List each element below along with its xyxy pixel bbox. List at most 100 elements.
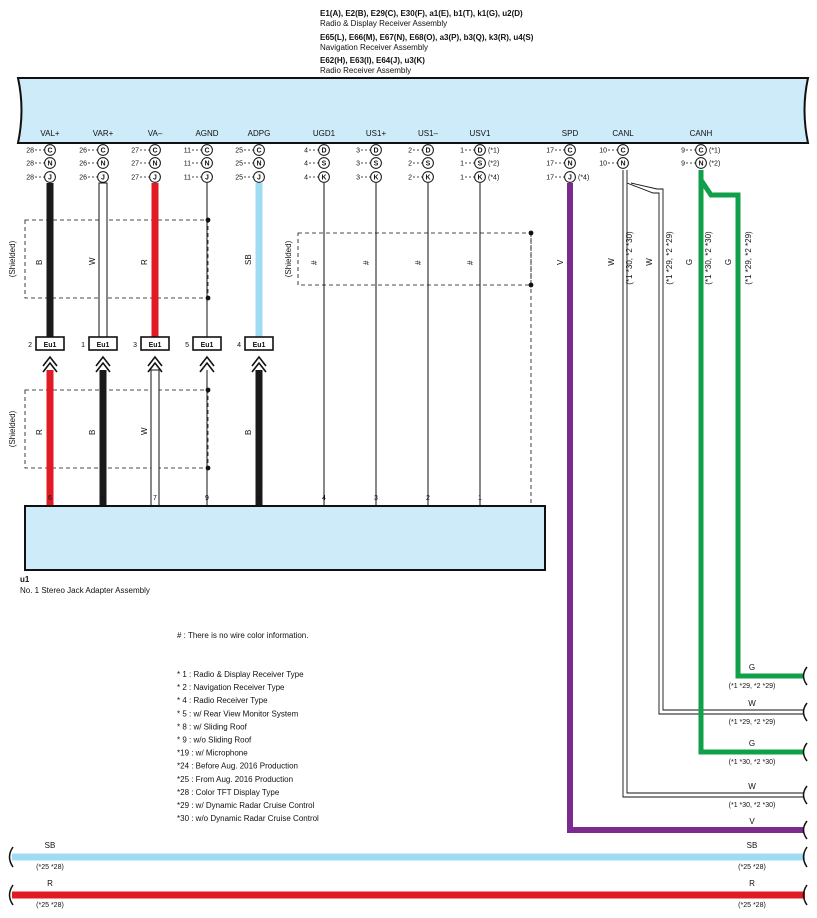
exit-note: (*1 *30, *2 *30) [729, 802, 776, 809]
adapter-pin: 8 [257, 495, 261, 502]
receiver-terminal-6: US1+ [366, 129, 387, 138]
pin-letter: D [373, 148, 378, 155]
wire-label-spd: V [556, 259, 565, 265]
pin-letter: S [374, 161, 379, 168]
pin-circle [318, 171, 330, 183]
wire-label-upper-4: SB [244, 254, 253, 265]
pin-letter: K [425, 175, 430, 182]
can-note-w-left: (*1 *30, *2 *30) [625, 231, 634, 285]
header-line3: E62(H), E63(I), E64(J), u3(K) [320, 56, 425, 65]
adapter-box [24, 505, 546, 571]
pin-letter: N [256, 161, 261, 168]
connector-pin: 5 [185, 342, 189, 349]
header-line2-sub: Navigation Receiver Assembly [320, 43, 428, 52]
can-label-g-right: G [724, 259, 733, 265]
receiver-terminal-3: AGND [195, 129, 218, 138]
pin-circle [149, 157, 161, 169]
can-note-g-left: (*1 *30, *2 *30) [704, 231, 713, 285]
header-line1-sub: Radio & Display Receiver Assembly [320, 19, 447, 28]
pin-letter: D [321, 148, 326, 155]
pin-number: 26 [79, 161, 87, 168]
shield-box-top-right [297, 232, 532, 286]
pin-letter: D [425, 148, 430, 155]
can-label-g-left: G [685, 259, 694, 265]
pin-circle [201, 171, 213, 183]
receiver-terminal-9: SPD [562, 129, 579, 138]
receiver-terminal-10: CANL [612, 129, 634, 138]
bus-label-left: R [47, 879, 53, 888]
break-mark [802, 884, 808, 906]
receiver-terminal-2: VA– [148, 129, 163, 138]
pin-circle [201, 157, 213, 169]
pin-letter: J [205, 175, 209, 182]
pin-number: 17 [546, 175, 554, 182]
pin-circle [474, 144, 486, 156]
shield-boxes [24, 219, 532, 469]
pin-letter: C [100, 148, 105, 155]
adapter-id: u1 [20, 575, 30, 584]
connector-label: Eu1 [253, 342, 266, 349]
receiver-terminal-8: USV1 [470, 129, 491, 138]
bus-note-left: (*25 *28) [36, 864, 64, 871]
wire-label-upper-2: R [140, 259, 149, 265]
pin-number: 28 [26, 161, 34, 168]
pin-letter: N [47, 161, 52, 168]
pin-number: 2 [408, 161, 412, 168]
can-label-w-left: W [607, 258, 616, 266]
note-item: * 2 : Navigation Receiver Type [177, 683, 285, 692]
note-item: * 4 : Radio Receiver Type [177, 696, 268, 705]
pin-letter: C [152, 148, 157, 155]
pin-letter: J [568, 175, 572, 182]
pin-circle [97, 157, 109, 169]
receiver-terminal-0: VAL+ [40, 129, 60, 138]
shield-box-bottom-left [24, 389, 209, 469]
break-mark [8, 846, 14, 868]
pin-circle [422, 157, 434, 169]
pin-letter: J [48, 175, 52, 182]
connector-pin: 1 [81, 342, 85, 349]
wire-lower-2 [150, 369, 160, 507]
wire-canh-b [698, 178, 803, 679]
pin-letter: C [698, 148, 703, 155]
pin-number: 28 [26, 175, 34, 182]
header-line3-sub: Radio Receiver Assembly [320, 66, 411, 75]
break-mark [802, 785, 808, 805]
pin-number: 1 [460, 148, 464, 155]
pin-number: 2 [408, 148, 412, 155]
pin-tag: (*1) [488, 148, 499, 155]
break-mark [802, 742, 808, 762]
pin-circle [474, 157, 486, 169]
pin-circle [695, 144, 707, 156]
adapter-name: No. 1 Stereo Jack Adapter Assembly [20, 586, 150, 595]
connector-label: Eu1 [201, 342, 214, 349]
pin-circle [253, 157, 265, 169]
pin-letter: C [47, 148, 52, 155]
pin-circle [253, 171, 265, 183]
connector-eu1 [88, 336, 118, 351]
pin-number: 17 [546, 161, 554, 168]
connectors-layer: C28N28J28C26N26J26C27N27J27C11N11J11C25N… [8, 144, 808, 906]
wire-canl-a2 [626, 170, 803, 794]
shield-label-2: (Shielded) [284, 240, 293, 277]
shield-box-top-left [24, 219, 209, 299]
exit-label: G [749, 663, 755, 672]
note-item: * 5 : w/ Rear View Monitor System [177, 709, 299, 718]
pin-number: 27 [131, 175, 139, 182]
break-mark [802, 820, 808, 840]
pin-letter: C [567, 148, 572, 155]
note-item: *25 : From Aug. 2016 Production [177, 775, 293, 784]
connector-chevron [251, 355, 267, 373]
break-mark [802, 846, 808, 868]
note-item: *24 : Before Aug. 2016 Production [177, 762, 298, 771]
adapter-pin: 1 [478, 495, 482, 502]
pin-circle [97, 144, 109, 156]
pin-circle [695, 157, 707, 169]
pin-letter: J [257, 175, 261, 182]
bus-note-right: (*25 *28) [738, 902, 766, 909]
header-line2: E65(L), E66(M), E67(N), E68(O), a3(P), b… [320, 33, 534, 42]
pin-number: 25 [235, 175, 243, 182]
pin-number: 3 [356, 161, 360, 168]
receiver-terminal-1: VAR+ [93, 129, 114, 138]
connector-label: Eu1 [149, 342, 162, 349]
